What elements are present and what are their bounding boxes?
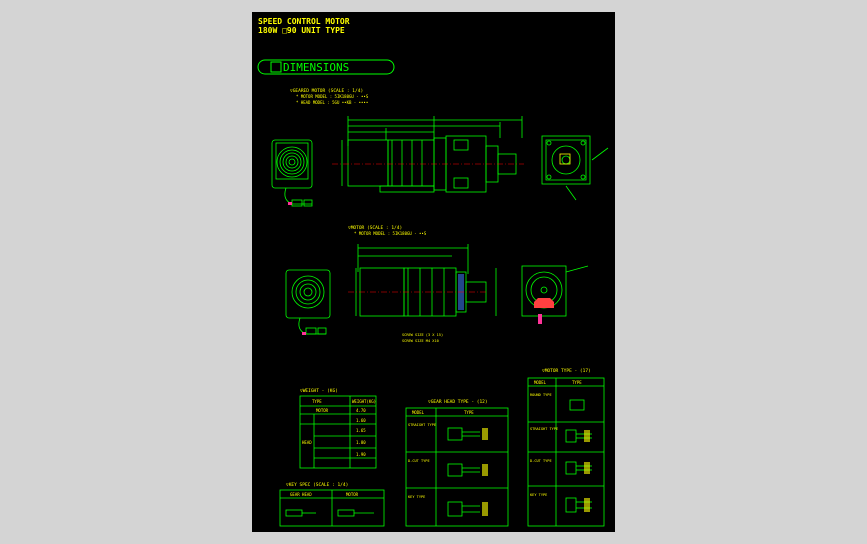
motor-flange-view [521,265,589,317]
gear-head-heading: ▽GEAR HEAD TYPE - (12) [428,399,488,405]
motor-note-2: SCREW SIZE M4 X10 [402,339,439,343]
motor-type-row-round: ROUND TYPE [530,393,552,397]
weight-row-2-label: HEAD [302,440,312,445]
weight-row-5-value: 1.90 [356,452,366,457]
geared-shaft-key [559,153,571,165]
weight-row-4-value: 1.80 [356,440,366,445]
motor-type-dcut-shaft [584,462,590,474]
motor-lead-marker [302,332,306,335]
key-spec-table [279,489,385,527]
motor-type-header-type: TYPE [572,380,582,385]
key-spec-heading: ▽KEY SPEC (SCALE : 1/4) [286,482,348,488]
motor-note-1: SCREW SIZE (3 X 15) [402,333,443,337]
gear-head-straight-shaft [482,428,488,440]
motor-type-row-key: KEY TYPE [530,493,547,497]
motor-type-table [527,377,605,527]
geared-side-view [341,116,523,193]
gear-head-key-shaft [482,502,488,516]
motor-connector-lead [538,314,542,324]
gear-head-table [405,407,509,527]
motor-type-straight-shaft [584,430,590,442]
weight-header-type: TYPE [312,399,322,404]
geared-lead-marker [288,202,292,205]
motor-side-view [355,244,497,317]
weight-row-1-label: MOTOR [316,408,329,413]
weight-row-1-value: 4.70 [356,408,366,413]
gear-head-dcut-shaft [482,464,488,476]
weight-table [299,395,377,469]
motor-connector-block [534,298,554,308]
geared-flange-view [541,135,609,201]
geared-heading: ▽GEARED MOTOR (SCALE : 1/4) [290,88,363,94]
motor-type-header-model: MODEL [534,380,547,385]
geared-fan-end-view [271,139,313,207]
drawing-sheet: SPEED CONTROL MOTOR 180W □90 UNIT TYPE D… [252,12,615,532]
weight-row-2-value: 1.60 [356,418,366,423]
gear-head-header-model: MODEL [412,410,425,415]
motor-type-key-shaft [584,498,590,512]
weight-header-weight: WEIGHT(KG) [352,399,376,404]
drawing-canvas: SPEED CONTROL MOTOR 180W □90 UNIT TYPE D… [257,17,609,527]
motor-type-row-dcut: D-CUT TYPE [530,459,552,463]
gear-head-row-dcut: D-CUT TYPE [408,459,430,463]
dimensions-checkbox-icon [270,61,282,73]
weight-row-3-value: 1.65 [356,428,366,433]
title-line-1: SPEED CONTROL MOTOR [258,17,350,26]
motor-heading: ▽MOTOR (SCALE : 1/4) [348,225,402,231]
title-line-2: 180W □90 UNIT TYPE [258,26,345,35]
gear-head-row-straight: STRAIGHT TYPE [408,423,436,427]
dimensions-label-frame [257,59,395,75]
dimensions-label: DIMENSIONS [283,61,349,74]
gear-head-row-key: KEY TYPE [408,495,425,499]
key-spec-header-motor: MOTOR [346,492,359,497]
motor-type-row-straight: STRAIGHT TYPE [530,427,558,431]
weight-heading: ▽WEIGHT - (KG) [300,388,338,394]
key-spec-header-gear-head: GEAR HEAD [290,492,312,497]
geared-sub1: * MOTOR MODEL : 5IK180GU - ••S [296,94,369,99]
geared-sub2: * HEAD MODEL : 5GU ••KB - •••• [296,100,368,105]
gear-head-header-type: TYPE [464,410,474,415]
motor-sub1: * MOTOR MODEL : 5IK180GU - ••S [354,231,427,236]
motor-fan-end-view [285,269,331,335]
motor-type-heading: ▽MOTOR TYPE - (17) [542,368,591,374]
